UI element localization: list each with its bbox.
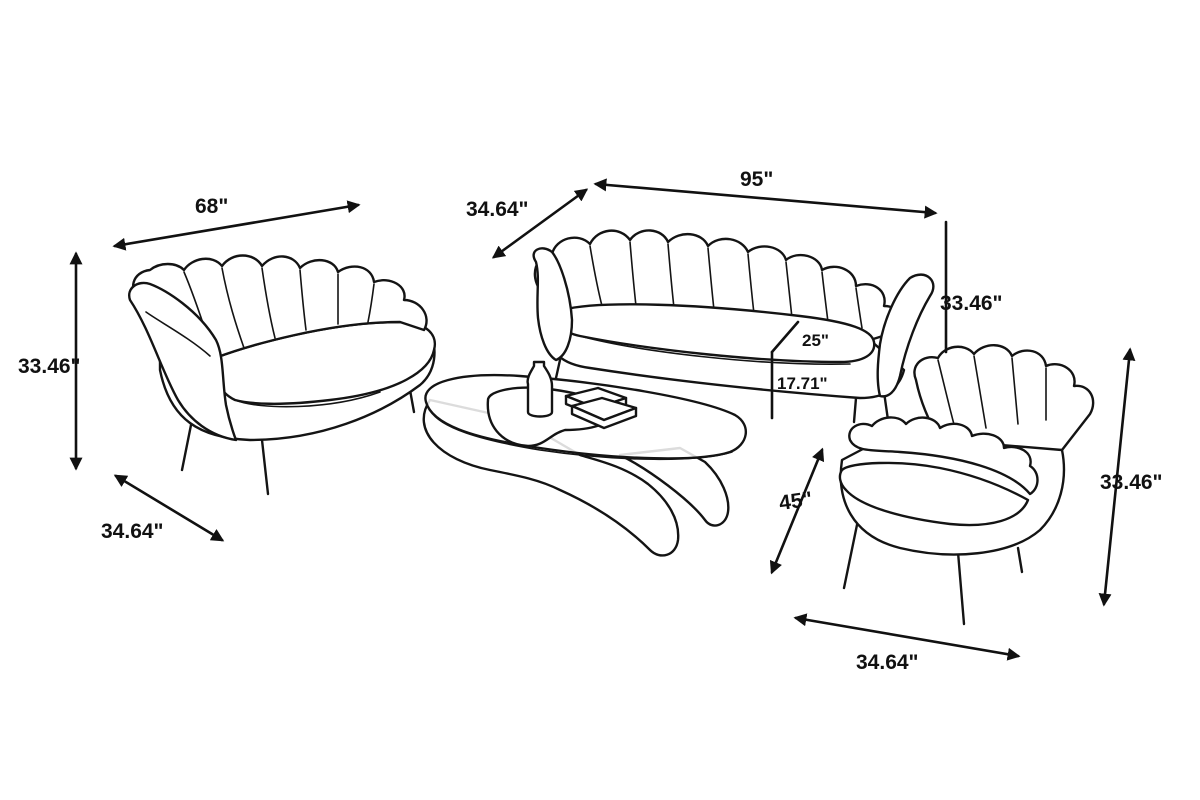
chair-depth-label: 34.64": [856, 651, 919, 674]
loveseat-width-label: 68": [195, 195, 228, 218]
sofa-seat-depth-dimension: [770, 320, 800, 354]
loveseat-height-label: 33.46": [18, 355, 81, 378]
loveseat-drawing: [128, 254, 437, 496]
sofa-width-label: 95": [740, 168, 773, 191]
loveseat-depth-dimension: [113, 474, 225, 542]
chair-depth-dimension: [793, 613, 1021, 661]
sofa-height-label: 33.46": [940, 292, 1003, 315]
sofa-depth-dimension: [491, 188, 589, 259]
chair-height-label: 33.46": [1100, 471, 1163, 494]
sofa-drawing: [532, 229, 935, 424]
sofa-seat-height-label: 17.71": [777, 374, 828, 393]
sofa-depth-label: 34.64": [466, 198, 529, 221]
chair-height-dimension: [1098, 347, 1136, 607]
chair-diagonal-dimension: [769, 447, 825, 575]
sofa-seat-depth-label: 25": [802, 331, 829, 350]
coffee-table-drawing: [422, 360, 747, 557]
accent-chair-drawing: [838, 344, 1095, 626]
chair-diagonal-label: 45": [778, 488, 814, 515]
sofa-width-dimension: [593, 178, 938, 219]
loveseat-depth-label: 34.64": [101, 520, 164, 543]
loveseat-width-dimension: [112, 200, 361, 251]
